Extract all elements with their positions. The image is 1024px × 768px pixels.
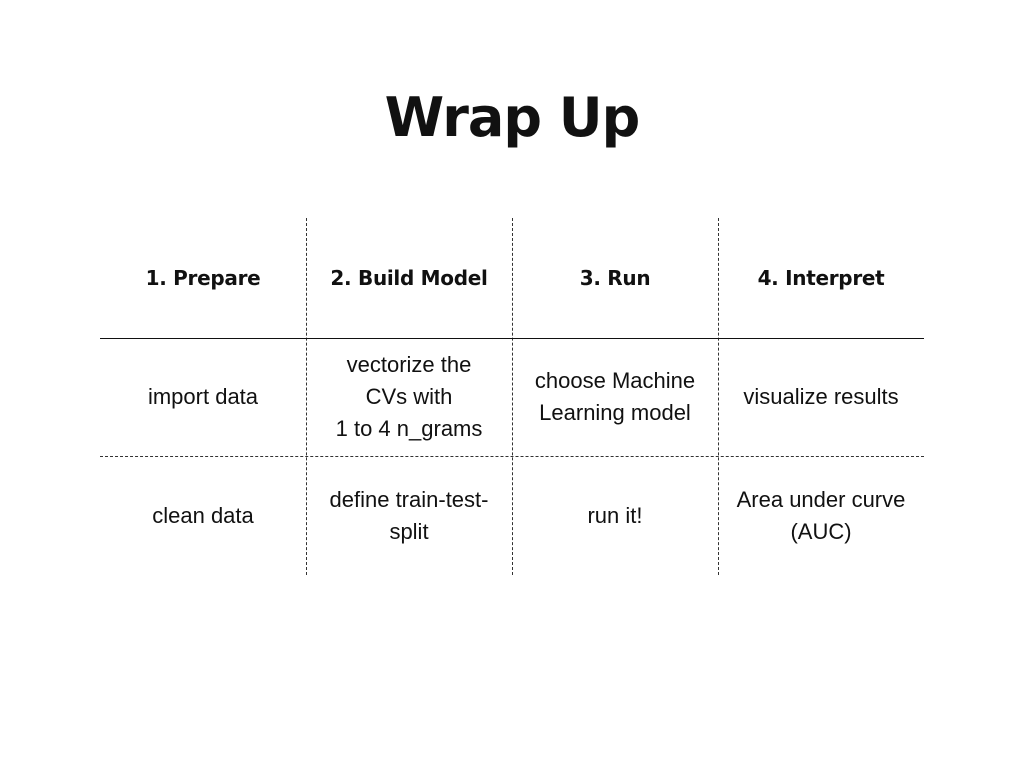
cell-text: visualize results [743,381,898,413]
header-cell-prepare: 1. Prepare [100,218,306,338]
cell-text: run it! [587,500,642,532]
column-divider [512,218,513,575]
row-divider [100,456,924,457]
header-cell-build-model: 2. Build Model [306,218,512,338]
cell-line: (AUC) [790,518,852,544]
cell-line: define train-test- [329,486,489,512]
cell-line: run it! [587,502,643,528]
cell-line: 1 to 4 n_grams [335,416,483,441]
header-label: 3. Run [579,266,651,290]
cell-line: Learning model [539,400,691,425]
cell-line: clean data [152,502,254,528]
column-divider [718,218,719,575]
cell-line: Area under curve [736,486,906,512]
cell-text: define train-test- split [330,484,489,548]
table-cell: define train-test- split [306,456,512,575]
cell-text: import data [148,381,258,413]
cell-line: visualize results [743,384,899,409]
cell-text: Area under curve (AUC) [737,484,906,548]
cell-line: import data [147,384,259,409]
header-label: 1. Prepare [145,266,261,290]
table-cell: Area under curve (AUC) [718,456,924,575]
cell-text: choose Machine Learning model [535,365,695,429]
header-cell-run: 3. Run [512,218,718,338]
workflow-table: 1. Prepare 2. Build Model 3. Run 4. Inte… [100,218,924,575]
table-cell: choose Machine Learning model [512,338,718,456]
slide-title: Wrap Up [384,86,641,149]
header-cell-interpret: 4. Interpret [718,218,924,338]
header-divider [100,338,924,339]
table-cell: run it! [512,456,718,575]
table-cell: vectorize the CVs with 1 to 4 n_grams [306,338,512,456]
cell-line: split [389,518,429,544]
header-label: 4. Interpret [757,266,885,290]
table-cell: visualize results [718,338,924,456]
column-divider [306,218,307,575]
cell-line: vectorize the [346,352,472,377]
header-label: 2. Build Model [330,266,488,290]
cell-line: choose Machine [534,368,696,393]
cell-line: CVs with [365,384,453,409]
table-cell: clean data [100,456,306,575]
table-cell: import data [100,338,306,456]
cell-text: clean data [152,500,254,532]
cell-text: vectorize the CVs with 1 to 4 n_grams [336,349,483,445]
